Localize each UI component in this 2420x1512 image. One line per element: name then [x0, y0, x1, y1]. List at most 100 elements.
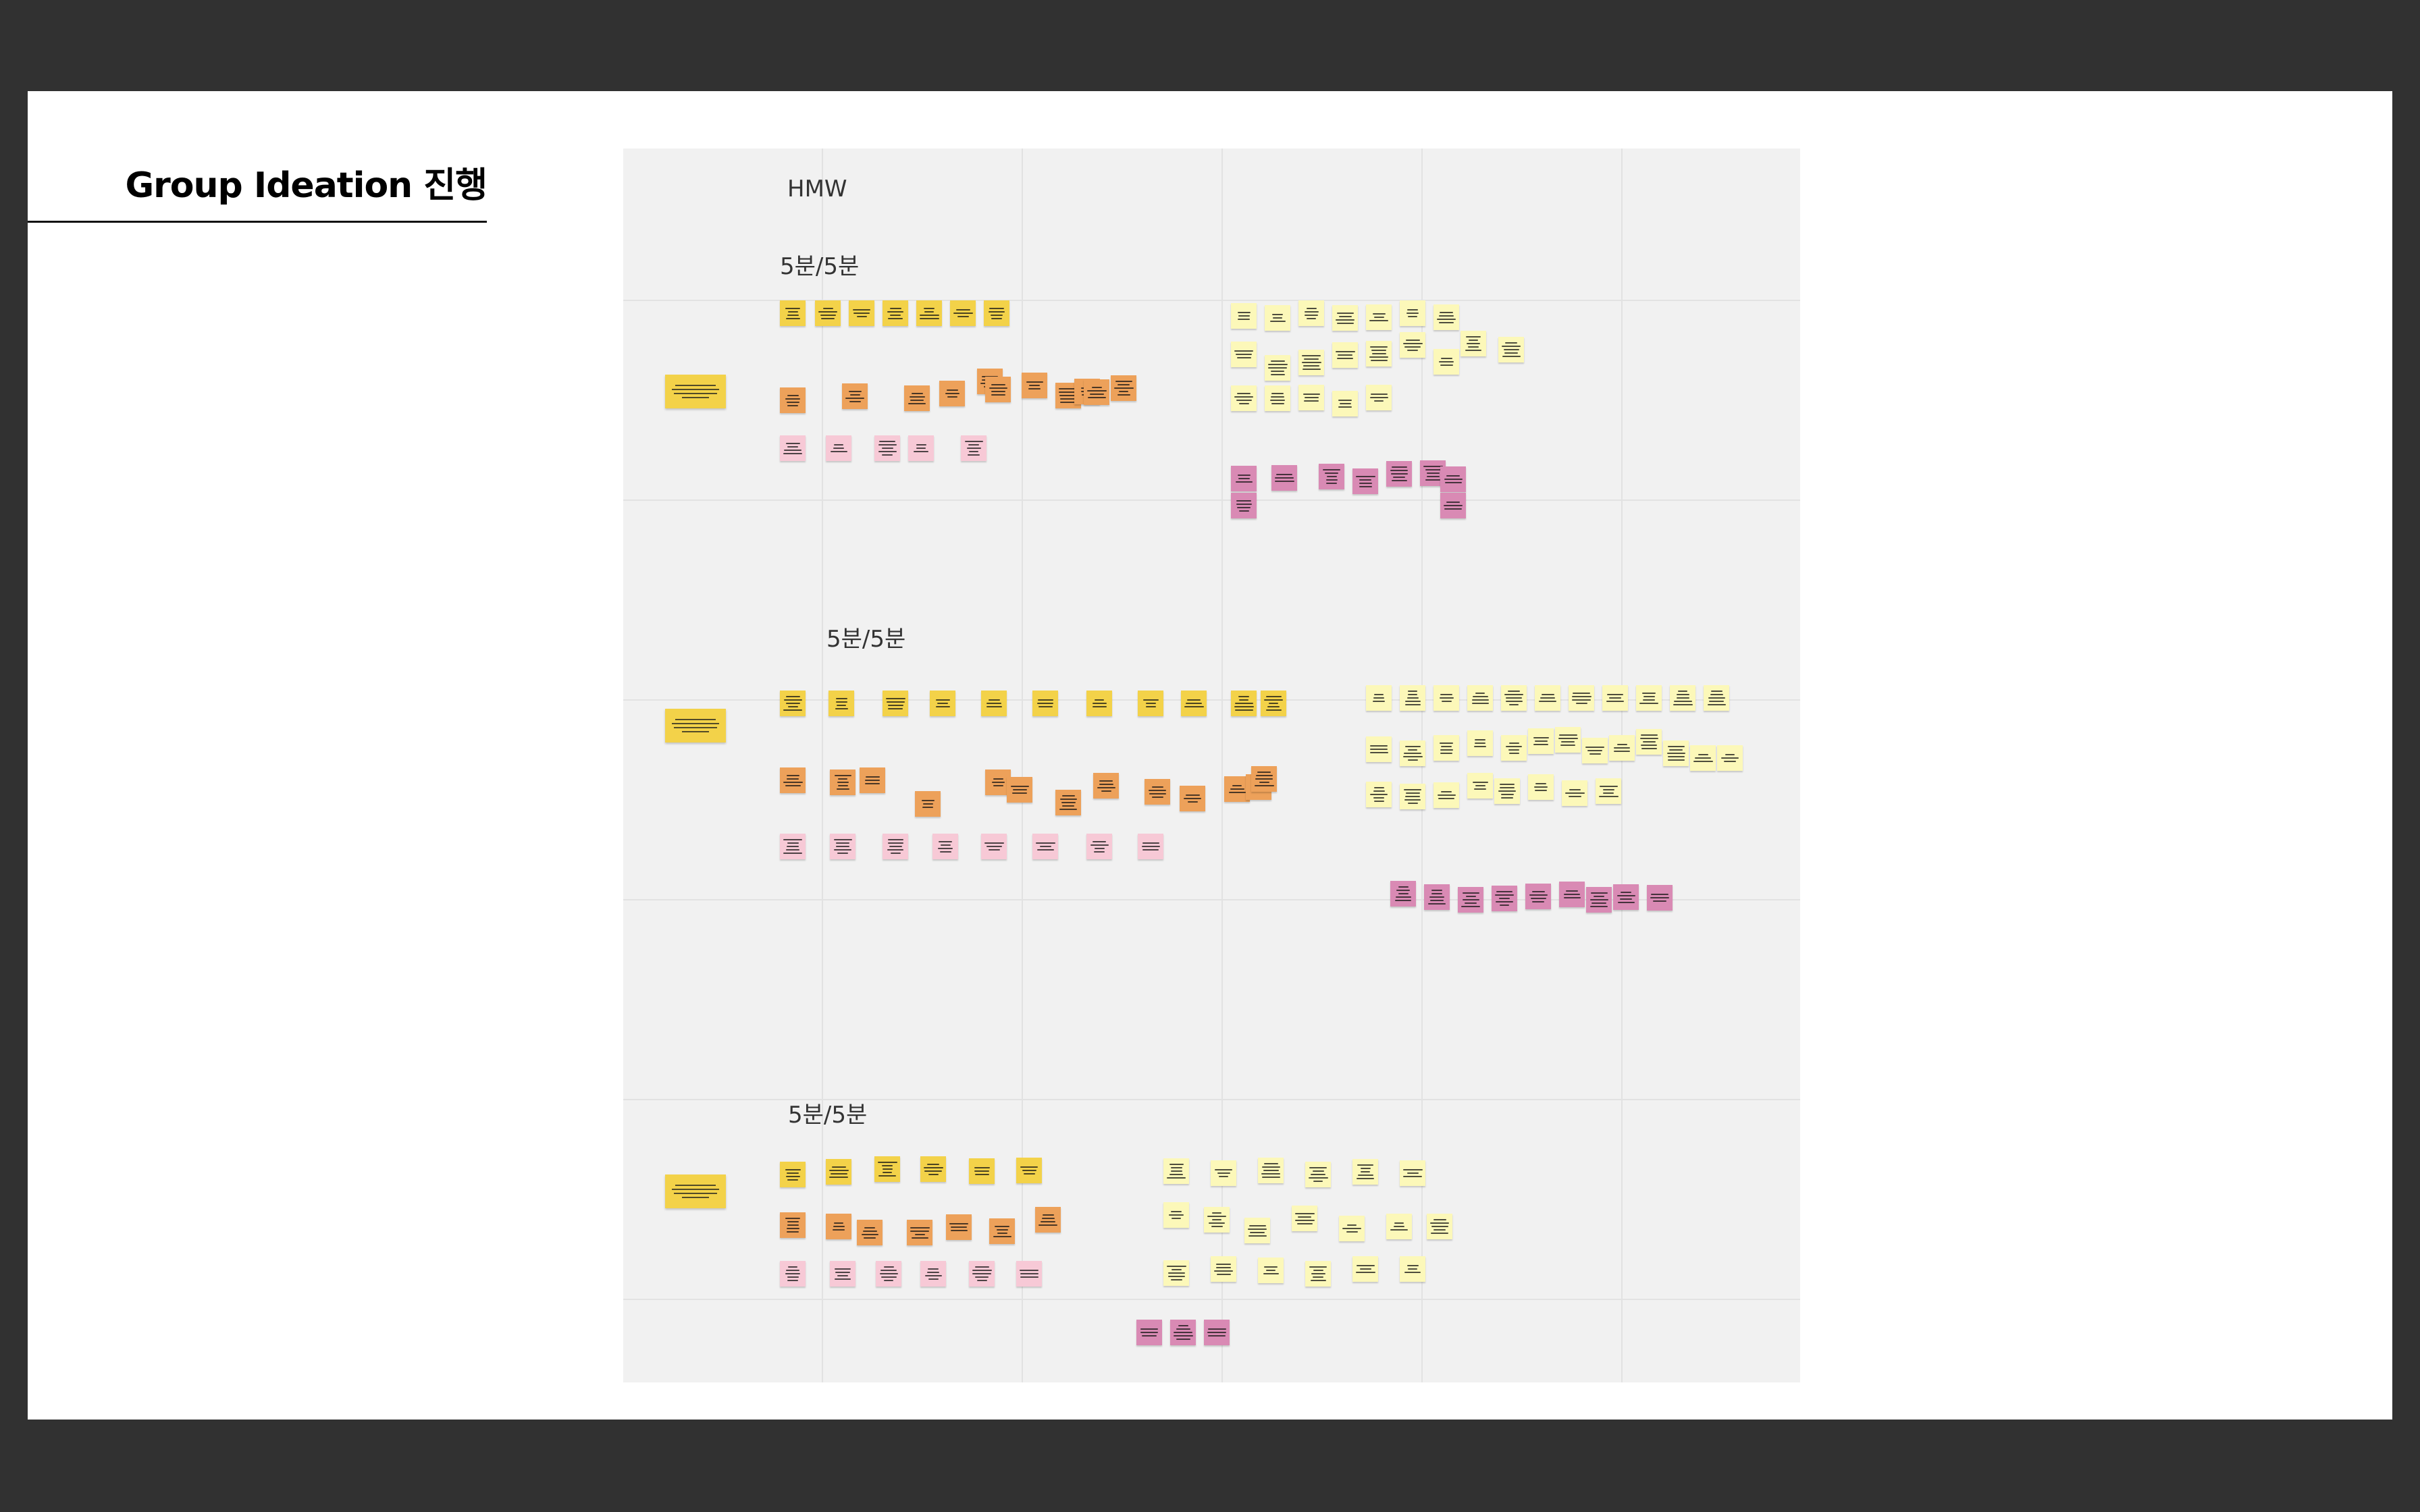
- sticky-note[interactable]: [915, 791, 941, 817]
- sticky-note[interactable]: [1332, 305, 1358, 331]
- hmw-question-note[interactable]: [665, 709, 726, 742]
- sticky-note[interactable]: [1339, 1216, 1365, 1241]
- sticky-note[interactable]: [1332, 391, 1358, 416]
- sticky-note[interactable]: [780, 300, 806, 326]
- sticky-note[interactable]: [1298, 350, 1324, 375]
- sticky-note[interactable]: [1231, 303, 1257, 329]
- sticky-note[interactable]: [1007, 777, 1032, 803]
- sticky-note[interactable]: [1400, 1160, 1425, 1186]
- sticky-note[interactable]: [950, 300, 976, 326]
- sticky-note[interactable]: [780, 1261, 806, 1287]
- sticky-note[interactable]: [1231, 342, 1257, 367]
- sticky-note[interactable]: [908, 435, 934, 461]
- sticky-note[interactable]: [1400, 300, 1425, 326]
- sticky-note[interactable]: [780, 834, 806, 859]
- sticky-note[interactable]: [984, 300, 1009, 326]
- sticky-note[interactable]: [1433, 304, 1459, 330]
- sticky-note[interactable]: [981, 834, 1007, 859]
- sticky-note[interactable]: [1170, 1320, 1196, 1345]
- sticky-note[interactable]: [1440, 493, 1466, 518]
- sticky-note[interactable]: [1467, 730, 1493, 756]
- sticky-note[interactable]: [874, 1156, 900, 1182]
- sticky-note[interactable]: [780, 767, 806, 793]
- sticky-note[interactable]: [1366, 736, 1392, 762]
- hmw-question-note[interactable]: [665, 375, 726, 408]
- sticky-note[interactable]: [969, 1158, 995, 1184]
- sticky-note[interactable]: [1386, 1214, 1412, 1239]
- sticky-note[interactable]: [1663, 740, 1689, 766]
- sticky-note[interactable]: [780, 1162, 806, 1187]
- sticky-note[interactable]: [780, 691, 806, 716]
- sticky-note[interactable]: [1433, 685, 1459, 711]
- sticky-note[interactable]: [1093, 773, 1119, 799]
- sticky-note[interactable]: [1298, 300, 1324, 326]
- sticky-note[interactable]: [1180, 786, 1205, 811]
- sticky-note[interactable]: [1305, 1261, 1331, 1287]
- sticky-note[interactable]: [1265, 385, 1290, 411]
- sticky-note[interactable]: [1016, 1261, 1042, 1287]
- sticky-note[interactable]: [1258, 1158, 1284, 1183]
- sticky-note[interactable]: [1494, 778, 1520, 804]
- sticky-note[interactable]: [1613, 884, 1639, 910]
- sticky-note[interactable]: [1204, 1320, 1230, 1345]
- sticky-note[interactable]: [1163, 1202, 1189, 1228]
- sticky-note[interactable]: [1440, 466, 1466, 492]
- sticky-note[interactable]: [1035, 1207, 1061, 1233]
- sticky-note[interactable]: [815, 300, 841, 326]
- sticky-note[interactable]: [1690, 745, 1716, 771]
- sticky-note[interactable]: [1467, 685, 1493, 711]
- sticky-note[interactable]: [830, 1261, 856, 1287]
- sticky-note[interactable]: [1163, 1158, 1189, 1184]
- sticky-note[interactable]: [1528, 774, 1554, 800]
- sticky-note[interactable]: [1386, 461, 1412, 487]
- sticky-note[interactable]: [883, 834, 908, 859]
- sticky-note[interactable]: [883, 300, 908, 326]
- sticky-note[interactable]: [780, 1212, 806, 1238]
- sticky-note[interactable]: [1582, 738, 1608, 763]
- sticky-note[interactable]: [1211, 1160, 1236, 1186]
- sticky-note[interactable]: [857, 1220, 883, 1245]
- sticky-note[interactable]: [874, 435, 900, 461]
- sticky-note[interactable]: [1258, 1258, 1284, 1283]
- sticky-note[interactable]: [1138, 691, 1163, 716]
- sticky-note[interactable]: [1424, 884, 1450, 910]
- sticky-note[interactable]: [1492, 886, 1517, 911]
- sticky-note[interactable]: [1224, 776, 1250, 802]
- sticky-note[interactable]: [939, 381, 965, 406]
- sticky-note[interactable]: [1400, 740, 1425, 766]
- sticky-note[interactable]: [1181, 691, 1207, 716]
- sticky-note[interactable]: [1138, 834, 1163, 859]
- sticky-note[interactable]: [932, 834, 958, 859]
- sticky-note[interactable]: [1555, 727, 1581, 753]
- sticky-note[interactable]: [1298, 385, 1324, 410]
- sticky-note[interactable]: [1647, 885, 1673, 911]
- sticky-note[interactable]: [989, 1218, 1015, 1244]
- sticky-note[interactable]: [826, 1214, 851, 1239]
- sticky-note[interactable]: [1433, 349, 1459, 375]
- sticky-note[interactable]: [1433, 782, 1459, 808]
- sticky-note[interactable]: [1022, 373, 1047, 398]
- sticky-note[interactable]: [1586, 887, 1612, 913]
- sticky-note[interactable]: [830, 834, 856, 859]
- sticky-note[interactable]: [1400, 332, 1425, 358]
- sticky-note[interactable]: [1261, 691, 1286, 716]
- sticky-note[interactable]: [907, 1220, 932, 1245]
- sticky-note[interactable]: [1366, 341, 1392, 367]
- sticky-note[interactable]: [1704, 685, 1729, 711]
- sticky-note[interactable]: [1562, 780, 1587, 806]
- sticky-note[interactable]: [1717, 745, 1743, 771]
- sticky-note[interactable]: [1231, 466, 1257, 491]
- sticky-note[interactable]: [1136, 1320, 1162, 1345]
- sticky-note[interactable]: [780, 435, 806, 461]
- sticky-note[interactable]: [920, 1156, 946, 1182]
- sticky-note[interactable]: [985, 770, 1011, 795]
- sticky-note[interactable]: [1390, 881, 1416, 907]
- sticky-note[interactable]: [1084, 379, 1109, 405]
- sticky-note[interactable]: [1111, 375, 1136, 401]
- sticky-note[interactable]: [1292, 1206, 1317, 1231]
- sticky-note[interactable]: [1535, 685, 1560, 711]
- sticky-note[interactable]: [1231, 385, 1257, 411]
- sticky-note[interactable]: [1145, 779, 1170, 805]
- sticky-note[interactable]: [1319, 464, 1344, 489]
- sticky-note[interactable]: [1498, 337, 1524, 362]
